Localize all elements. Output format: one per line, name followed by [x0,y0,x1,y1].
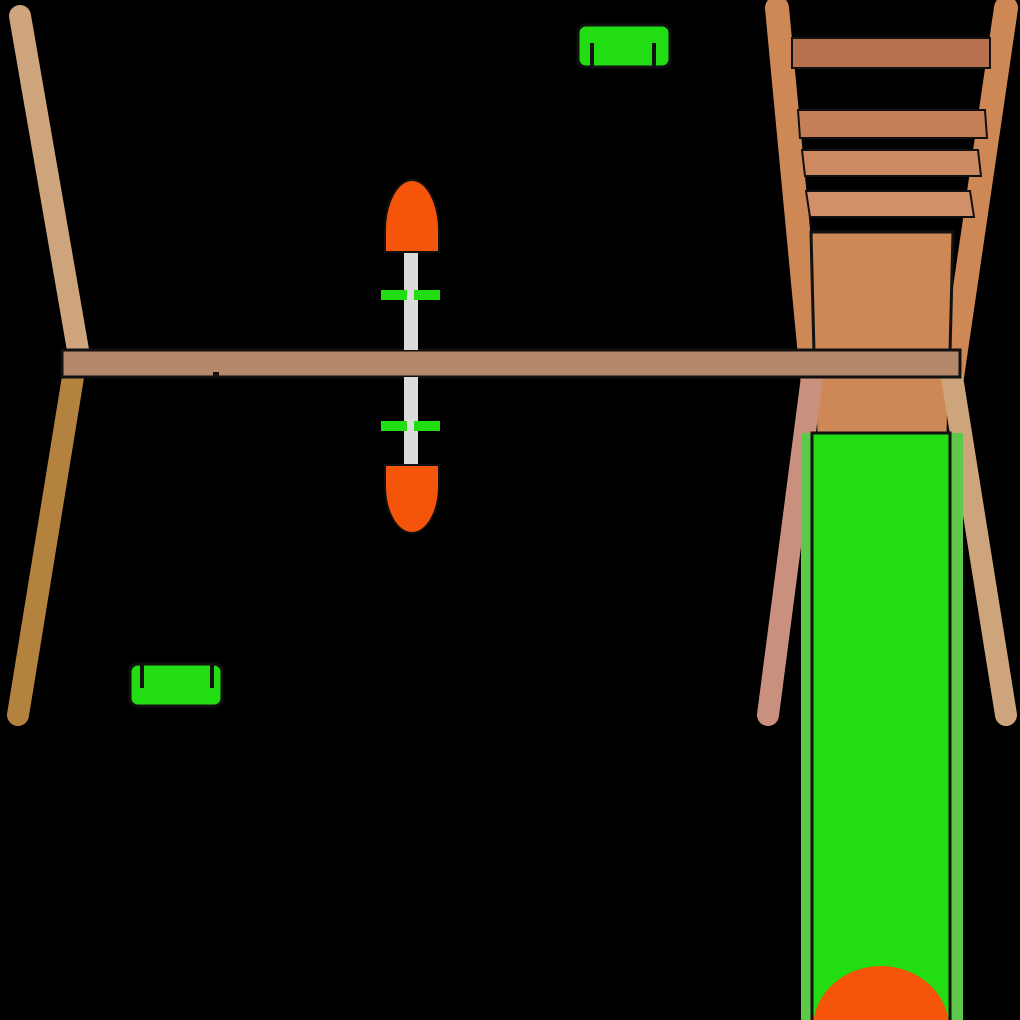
green-marker-body [576,23,672,69]
table-plank-notch [213,372,219,378]
chair-slat [804,190,976,218]
gauge-tick [381,290,407,300]
table-plank [60,348,962,379]
gauge-cap-lower[interactable] [384,464,440,534]
chair-seat [809,230,955,435]
chair-slat [791,37,991,69]
green-marker-body [128,662,224,708]
green-marker-top[interactable] [576,23,672,69]
chair-post-left [765,0,824,389]
gauge-cap-upper[interactable] [384,179,440,253]
green-panel[interactable] [810,431,952,1020]
gauge-tick [414,290,440,300]
green-marker-lower-left[interactable] [128,662,224,708]
chair-slat [796,109,989,139]
gauge-rod-lower [404,377,418,477]
gauge-rod-upper [404,252,418,350]
leg-back-left [9,5,89,361]
leg-front-left [7,366,84,726]
orange-dome-marker[interactable] [813,966,949,1020]
chair-post-right [940,0,1018,389]
gauge-tick [414,421,440,431]
chair-slat [800,149,983,177]
gauge-tick [381,421,407,431]
